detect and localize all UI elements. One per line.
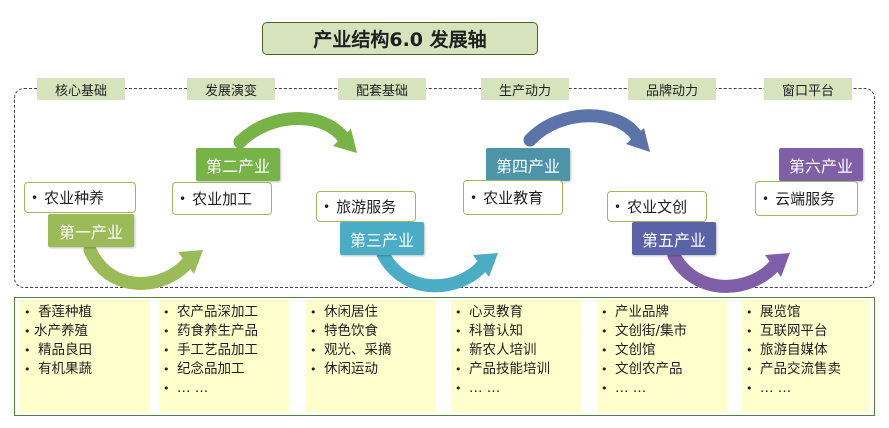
list-item: •香莲种植 xyxy=(24,304,92,320)
industry-3-item: • 旅游服务 xyxy=(316,191,416,222)
list-item: •观光、采摘 xyxy=(310,342,392,358)
list-item: •有机果蔬 xyxy=(24,361,92,377)
diagram-title: 产业结构6.0 发展轴 xyxy=(262,22,538,55)
bullet-icon: • xyxy=(470,190,478,205)
list-item: •… … xyxy=(601,380,647,396)
details-column-5: •产业品牌 •文创街/集市 •文创馆 •文创农产品 •… … xyxy=(597,300,727,412)
details-panel xyxy=(14,297,875,416)
list-item: •新农人培训 xyxy=(455,342,537,358)
industry-6-item-label: 云端服务 xyxy=(775,190,836,208)
list-item: •精品良田 xyxy=(24,342,92,358)
industry-1-item-label: 农业种养 xyxy=(44,189,105,207)
industry-3-label: 第三产业 xyxy=(340,222,424,255)
industry-1-label: 第一产业 xyxy=(48,214,134,247)
list-item: •… … xyxy=(746,380,792,396)
bullet-icon: • xyxy=(323,199,331,214)
stage-label-3: 配套基础 xyxy=(338,78,426,100)
stage-label-1: 核心基础 xyxy=(37,78,125,100)
list-item: •科普认知 xyxy=(455,323,523,339)
industry-2-item: • 农业加工 xyxy=(172,182,272,215)
list-item: •特色饮食 xyxy=(310,323,378,339)
list-item: •… … xyxy=(455,380,501,396)
details-column-6: •展览馆 •互联网平台 •旅游自媒体 •产品交流售卖 •… … xyxy=(742,300,870,412)
list-item: •文创农产品 xyxy=(601,361,683,377)
details-column-3: •休闲居住 •特色饮食 •观光、采摘 •休闲运动 xyxy=(306,300,436,412)
bullet-icon: • xyxy=(31,190,39,205)
list-item: •产品交流售卖 xyxy=(746,361,841,377)
industry-1-item: • 农业种养 xyxy=(24,182,136,213)
details-column-2: •农产品深加工 •药食养生产品 •手工艺品加工 •纪念品加工 •… … xyxy=(159,300,289,412)
details-column-1: •香莲种植 •水产养殖 •精品良田 •有机果蔬 xyxy=(20,300,150,412)
industry-5-item: • 农业文创 xyxy=(607,191,707,222)
industry-6-label: 第六产业 xyxy=(779,148,863,181)
list-item: •旅游自媒体 xyxy=(746,342,828,358)
list-item: •手工艺品加工 xyxy=(163,342,258,358)
list-item: •展览馆 xyxy=(746,304,801,320)
list-item: •休闲运动 xyxy=(310,361,378,377)
bullet-icon: • xyxy=(179,191,187,206)
industry-2-item-label: 农业加工 xyxy=(192,190,253,208)
list-item: •… … xyxy=(163,380,209,396)
bullet-icon: • xyxy=(762,191,770,206)
industry-5-label: 第五产业 xyxy=(632,222,716,255)
industry-4-label: 第四产业 xyxy=(486,148,570,181)
industry-5-item-label: 农业文创 xyxy=(627,198,688,216)
industry-2-label: 第二产业 xyxy=(196,148,280,181)
stage-label-6: 窗口平台 xyxy=(764,78,852,100)
industry-3-item-label: 旅游服务 xyxy=(336,198,397,216)
list-item: •产品技能培训 xyxy=(455,361,550,377)
list-item: •文创街/集市 xyxy=(601,323,688,339)
list-item: •纪念品加工 xyxy=(163,361,245,377)
stage-label-2: 发展演变 xyxy=(187,78,275,100)
list-item: •互联网平台 xyxy=(746,323,828,339)
stage-label-5: 品牌动力 xyxy=(628,78,716,100)
stage-label-4: 生产动力 xyxy=(481,78,569,100)
list-item: •休闲居住 xyxy=(310,304,378,320)
list-item: •水产养殖 xyxy=(24,323,88,339)
industry-4-item-label: 农业教育 xyxy=(483,189,544,207)
list-item: •产业品牌 xyxy=(601,304,669,320)
list-item: •心灵教育 xyxy=(455,304,523,320)
list-item: •药食养生产品 xyxy=(163,323,258,339)
industry-6-item: • 云端服务 xyxy=(755,181,858,216)
details-column-4: •心灵教育 •科普认知 •新农人培训 •产品技能培训 •… … xyxy=(451,300,581,412)
industry-4-item: • 农业教育 xyxy=(463,180,563,215)
list-item: •农产品深加工 xyxy=(163,304,258,320)
list-item: •文创馆 xyxy=(601,342,656,358)
bullet-icon: • xyxy=(614,199,622,214)
